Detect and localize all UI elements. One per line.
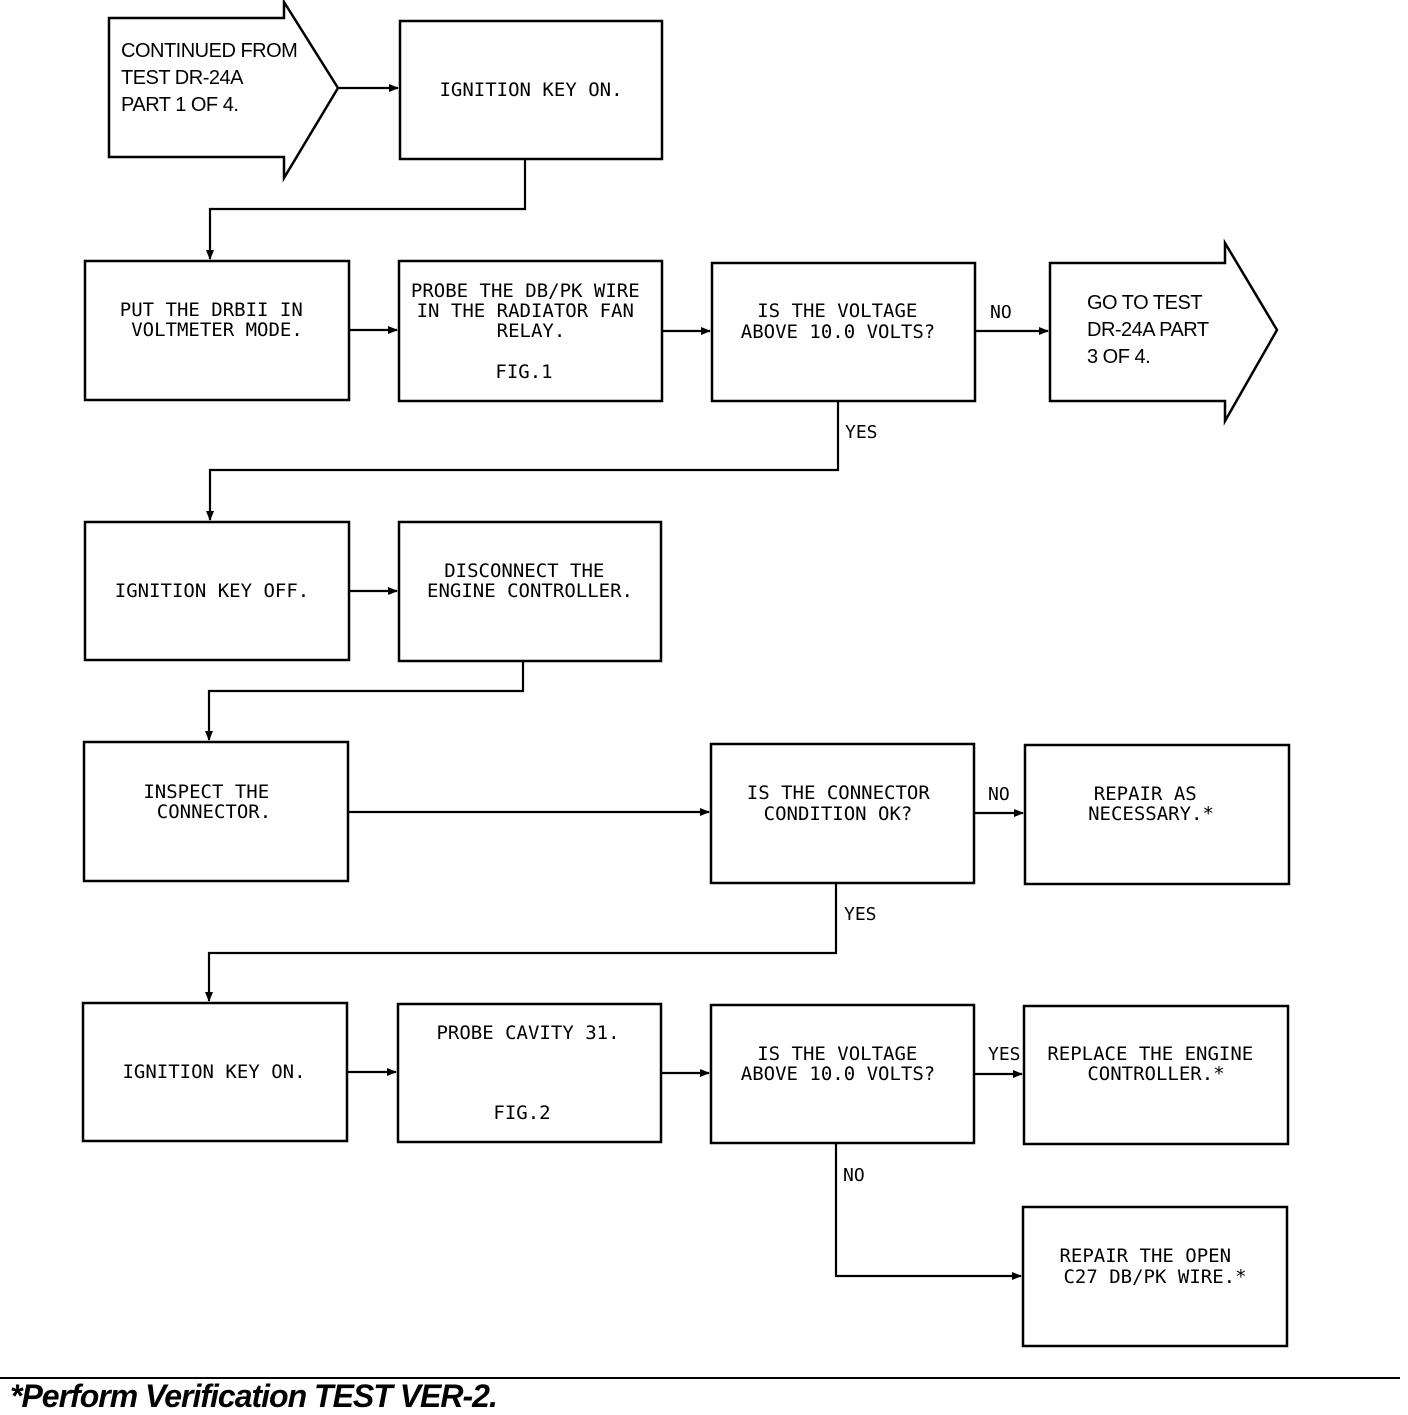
probe-wire-fig: FIG.1 bbox=[495, 361, 552, 383]
label-question2-yes: YES bbox=[988, 1044, 1021, 1065]
label-connector-yes: YES bbox=[844, 904, 877, 925]
label-question1-yes: YES bbox=[845, 422, 878, 443]
put-drbii-box: PUT THE DRBII IN VOLTMETER MODE. bbox=[83, 259, 351, 402]
voltage-question-2-text: IS THE VOLTAGE ABOVE 10.0 VOLTS? bbox=[741, 1043, 935, 1085]
verification-footnote: *Perform Verification TEST VER-2. bbox=[10, 1378, 498, 1414]
replace-controller-box: REPLACE THE ENGINE CONTROLLER.* bbox=[1022, 1004, 1290, 1146]
edge-ignition-to-drbii bbox=[206, 159, 527, 260]
voltage-question-2: IS THE VOLTAGE ABOVE 10.0 VOLTS? bbox=[709, 1003, 976, 1145]
label-connector-no: NO bbox=[988, 784, 1010, 805]
repair-as-necessary-text: REPAIR AS NECESSARY.* bbox=[1088, 783, 1214, 825]
ignition-key-on-text-1: IGNITION KEY ON. bbox=[439, 79, 622, 101]
edge-connector-yes bbox=[205, 883, 838, 1002]
probe-wire-text: PROBE THE DB/PK WIRE IN THE RADIATOR FAN… bbox=[411, 280, 651, 342]
ignition-key-off-box: IGNITION KEY OFF. bbox=[83, 520, 351, 662]
connector-question: IS THE CONNECTOR CONDITION OK? bbox=[709, 742, 976, 885]
ignition-key-on-box-1: IGNITION KEY ON. bbox=[398, 19, 664, 161]
probe-wire-box: PROBE THE DB/PK WIRE IN THE RADIATOR FAN… bbox=[397, 259, 664, 403]
label-question1-no: NO bbox=[990, 302, 1012, 323]
goto-test-arrow: GO TO TEST DR-24A PART 3 OF 4. bbox=[1048, 238, 1279, 426]
ignition-key-on-box-2: IGNITION KEY ON. bbox=[81, 1001, 349, 1143]
disconnect-text: DISCONNECT THE ENGINE CONTROLLER. bbox=[427, 560, 633, 602]
footer-divider bbox=[0, 1377, 1400, 1379]
probe-cavity-box: PROBE CAVITY 31. FIG.2 bbox=[396, 1002, 663, 1144]
ignition-key-on-text-2: IGNITION KEY ON. bbox=[122, 1061, 305, 1083]
probe-cavity-text: PROBE CAVITY 31. bbox=[436, 1022, 619, 1044]
voltage-question-1-text: IS THE VOLTAGE ABOVE 10.0 VOLTS? bbox=[741, 300, 935, 343]
connectors bbox=[205, 84, 1049, 1280]
repair-open-wire-text: REPAIR THE OPEN C27 DB/PK WIRE.* bbox=[1059, 1245, 1246, 1288]
connector-question-text: IS THE CONNECTOR CONDITION OK? bbox=[747, 782, 941, 825]
disconnect-box: DISCONNECT THE ENGINE CONTROLLER. bbox=[397, 520, 663, 663]
inspect-connector-text: INSPECT THE CONNECTOR. bbox=[143, 781, 280, 823]
put-drbii-text: PUT THE DRBII IN VOLTMETER MODE. bbox=[120, 299, 314, 341]
continued-from-arrow: CONTINUED FROM TEST DR-24A PART 1 OF 4. bbox=[107, 0, 340, 183]
ignition-key-off-text: IGNITION KEY OFF. bbox=[115, 580, 309, 602]
inspect-connector-box: INSPECT THE CONNECTOR. bbox=[82, 740, 350, 883]
continued-from-text: CONTINUED FROM TEST DR-24A PART 1 OF 4. bbox=[121, 40, 302, 116]
edge-disconnect-to-inspect bbox=[205, 661, 525, 741]
goto-test-text: GO TO TEST DR-24A PART 3 OF 4. bbox=[1087, 292, 1213, 368]
label-question2-no: NO bbox=[843, 1165, 865, 1186]
voltage-question-1: IS THE VOLTAGE ABOVE 10.0 VOLTS? bbox=[710, 261, 977, 403]
repair-as-necessary-box: REPAIR AS NECESSARY.* bbox=[1023, 743, 1291, 886]
replace-controller-text: REPLACE THE ENGINE CONTROLLER.* bbox=[1047, 1043, 1264, 1085]
flowchart: CONTINUED FROM TEST DR-24A PART 1 OF 4. … bbox=[81, 0, 1291, 1348]
repair-open-wire-box: REPAIR THE OPEN C27 DB/PK WIRE.* bbox=[1021, 1205, 1289, 1348]
edge-question1-yes bbox=[206, 401, 840, 521]
probe-cavity-fig: FIG.2 bbox=[493, 1102, 550, 1124]
edge-question2-no bbox=[834, 1143, 1022, 1280]
